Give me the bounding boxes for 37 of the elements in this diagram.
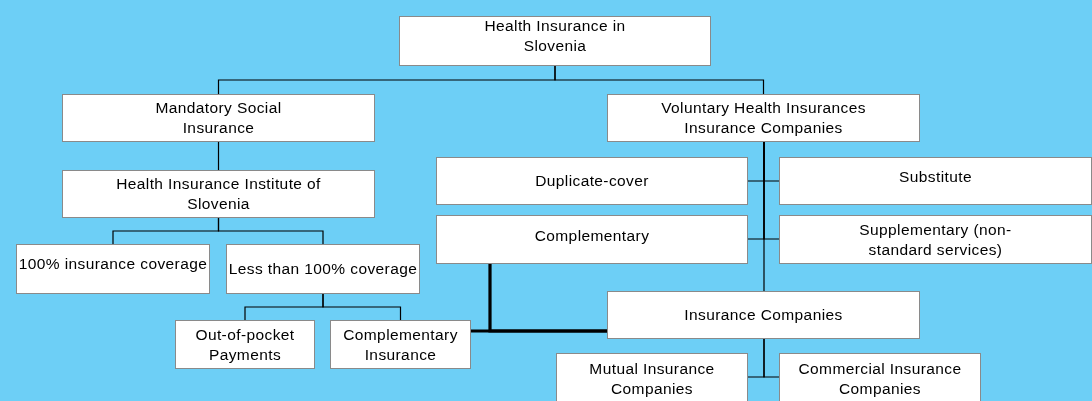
org-box (779, 353, 981, 401)
connector-line (554, 65, 765, 95)
connector-line (217, 217, 324, 245)
box-label: Mutual Insurance Companies (588, 359, 716, 399)
box-label: Complementary Insurance (342, 324, 459, 365)
connector-line (322, 293, 402, 321)
org-box (62, 94, 375, 142)
box-label: Substitute (899, 167, 972, 187)
org-box (16, 244, 210, 294)
org-box (62, 170, 375, 218)
box-label: Insurance Companies (684, 305, 843, 325)
org-box (399, 16, 711, 66)
box-label: Out-of-pocket Payments (194, 324, 296, 365)
org-box (556, 353, 748, 401)
box-label: Less than 100% coverage (228, 259, 418, 279)
box-label: Complementary (534, 225, 650, 246)
box-label: Duplicate-cover (535, 171, 649, 191)
box-label: Health Insurance Institute of Slovenia (115, 174, 322, 214)
box-label: Commercial Insurance Companies (797, 359, 963, 399)
connector-line (763, 338, 780, 378)
box-label: Health Insurance in Slovenia (483, 16, 627, 56)
connector-line (471, 329, 607, 333)
org-box (436, 157, 748, 205)
connector-line (763, 141, 765, 292)
org-box (607, 291, 920, 339)
org-box (779, 215, 1092, 264)
org-box (436, 215, 748, 264)
connector-line (217, 141, 220, 171)
org-box (226, 244, 420, 294)
box-label: Mandatory Social Insurance (154, 98, 283, 138)
org-box (607, 94, 920, 142)
org-box (779, 157, 1092, 205)
org-box (175, 320, 315, 369)
org-box (330, 320, 471, 369)
box-label: 100% insurance coverage (18, 254, 208, 274)
box-label: Voluntary Health Insurances Insurance Companies (660, 98, 867, 138)
box-label: Supplementary (non-standard services) (858, 219, 1013, 260)
